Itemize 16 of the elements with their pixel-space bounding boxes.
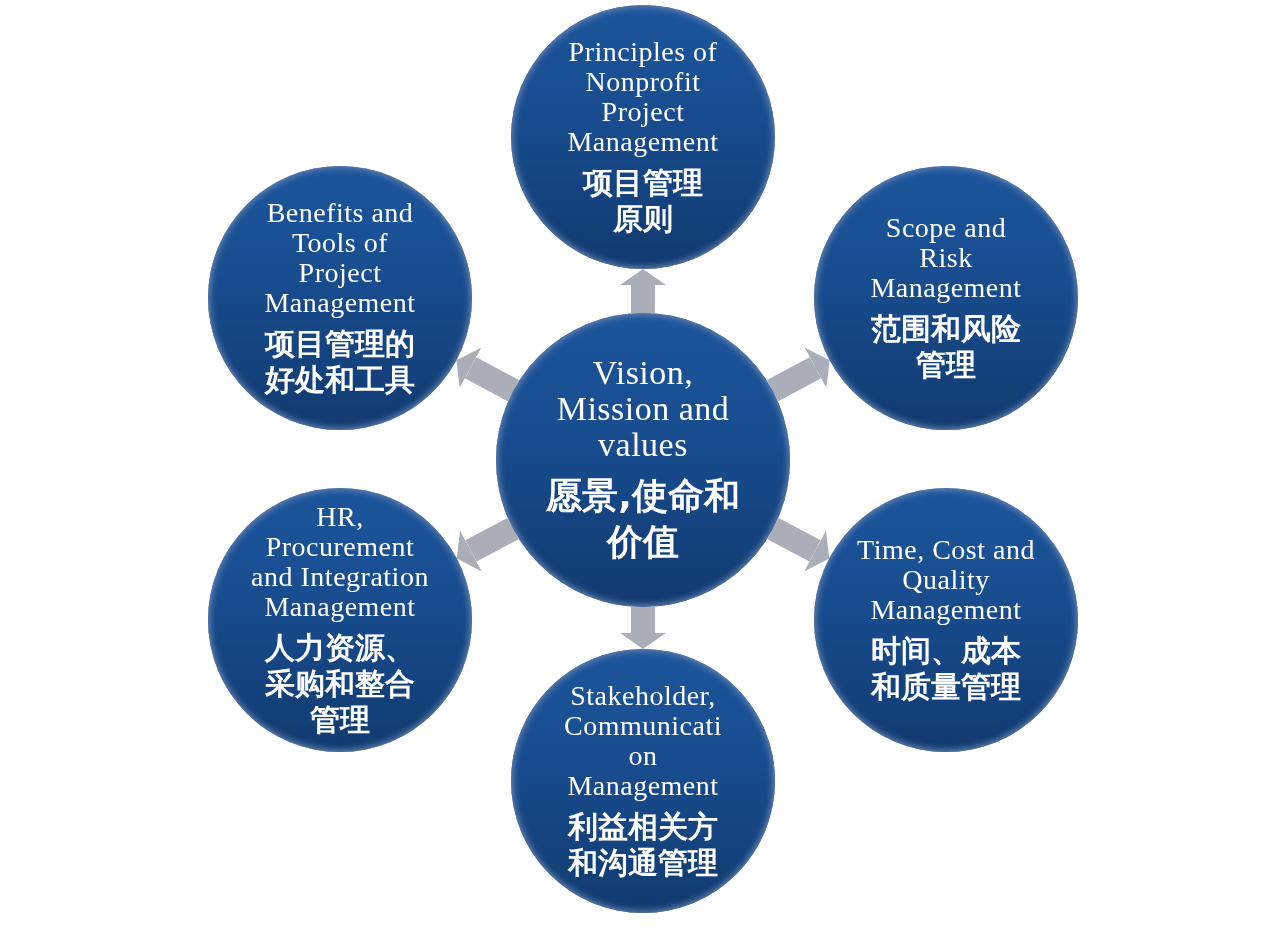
chinese-label: 项目管理原则	[581, 165, 704, 237]
english-label: HR, Procurement and Integration Management	[250, 502, 430, 622]
english-label: Time, Cost and Quality Management	[856, 535, 1036, 625]
chinese-label: 项目管理的好处和工具	[263, 326, 416, 398]
chinese-label: 人力资源、采购和整合管理	[263, 630, 416, 738]
chinese-label: 利益相关方和沟通管理	[566, 809, 719, 881]
english-label: Principles of Nonprofit Project Management	[566, 37, 720, 157]
chinese-label: 范围和风险管理	[870, 311, 1022, 383]
english-label: Scope and Risk Management	[869, 213, 1023, 303]
english-label: Vision, Mission and values	[555, 355, 731, 463]
arrow	[620, 607, 666, 649]
english-label: Stakeholder, Communicati on Management	[563, 681, 723, 801]
arrow	[620, 269, 666, 313]
chinese-label: 愿景,使命和价值	[544, 474, 741, 564]
english-label: Benefits and Tools of Project Management	[263, 198, 417, 318]
chinese-label: 时间、成本和质量管理	[869, 633, 1022, 705]
